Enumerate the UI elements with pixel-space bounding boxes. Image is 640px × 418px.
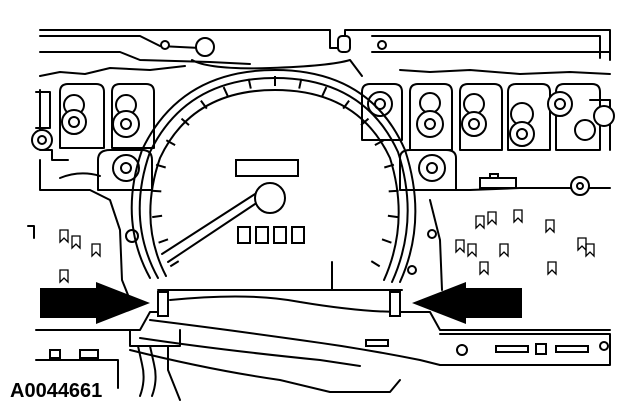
socket-right-2 bbox=[409, 83, 453, 151]
socket-left-3 bbox=[111, 83, 155, 149]
upper-panel-outline bbox=[39, 29, 611, 77]
socket-right-3 bbox=[459, 83, 503, 151]
side-panel-details bbox=[39, 159, 611, 301]
gauge-tick bbox=[381, 238, 392, 244]
gauge-tick bbox=[342, 100, 350, 110]
gauge-tick bbox=[360, 117, 370, 126]
gauge-tick bbox=[370, 260, 381, 268]
left-retaining-tab bbox=[157, 291, 169, 317]
speedometer-gauge bbox=[130, 59, 417, 291]
right-bulb-sockets bbox=[361, 83, 615, 191]
lens-bottom-strip bbox=[157, 289, 403, 317]
needle-hub bbox=[254, 182, 286, 214]
left-arrow bbox=[40, 282, 150, 324]
socket-right-1 bbox=[361, 83, 403, 141]
right-arrow bbox=[412, 282, 522, 324]
socket-left-1 bbox=[31, 91, 53, 151]
gauge-tick bbox=[374, 139, 385, 146]
gauge-tick bbox=[180, 117, 190, 126]
socket-right-5 bbox=[547, 83, 601, 151]
gauge-tick bbox=[169, 260, 180, 268]
gauge-tick bbox=[387, 214, 398, 219]
figure-id-label: A0044661 bbox=[10, 380, 103, 402]
socket-right-7 bbox=[399, 149, 457, 191]
gauge-tick bbox=[321, 86, 328, 97]
gauge-tick bbox=[388, 189, 399, 193]
gauge-tick bbox=[200, 100, 208, 110]
gauge-tick bbox=[155, 163, 166, 169]
gauge-tick bbox=[151, 189, 162, 193]
right-connector-pins bbox=[455, 209, 595, 276]
gauge-tick bbox=[152, 214, 163, 219]
gauge-tick bbox=[165, 139, 176, 146]
gauge-tick bbox=[384, 163, 395, 169]
gauge-tick bbox=[222, 86, 229, 97]
lower-panel bbox=[35, 311, 611, 401]
left-connector-pins bbox=[27, 225, 139, 284]
gauge-readout-window bbox=[235, 159, 299, 177]
gauge-tick bbox=[247, 78, 252, 89]
callout-arrows bbox=[40, 282, 522, 324]
right-retaining-tab bbox=[389, 291, 401, 317]
socket-right-6 bbox=[589, 99, 615, 151]
socket-right-4 bbox=[507, 83, 551, 151]
gauge-tick bbox=[298, 78, 303, 89]
gauge-tick bbox=[158, 238, 169, 244]
gauge-scale-ticks bbox=[151, 76, 399, 268]
socket-left-2 bbox=[59, 83, 105, 149]
left-bulb-sockets bbox=[31, 83, 155, 191]
